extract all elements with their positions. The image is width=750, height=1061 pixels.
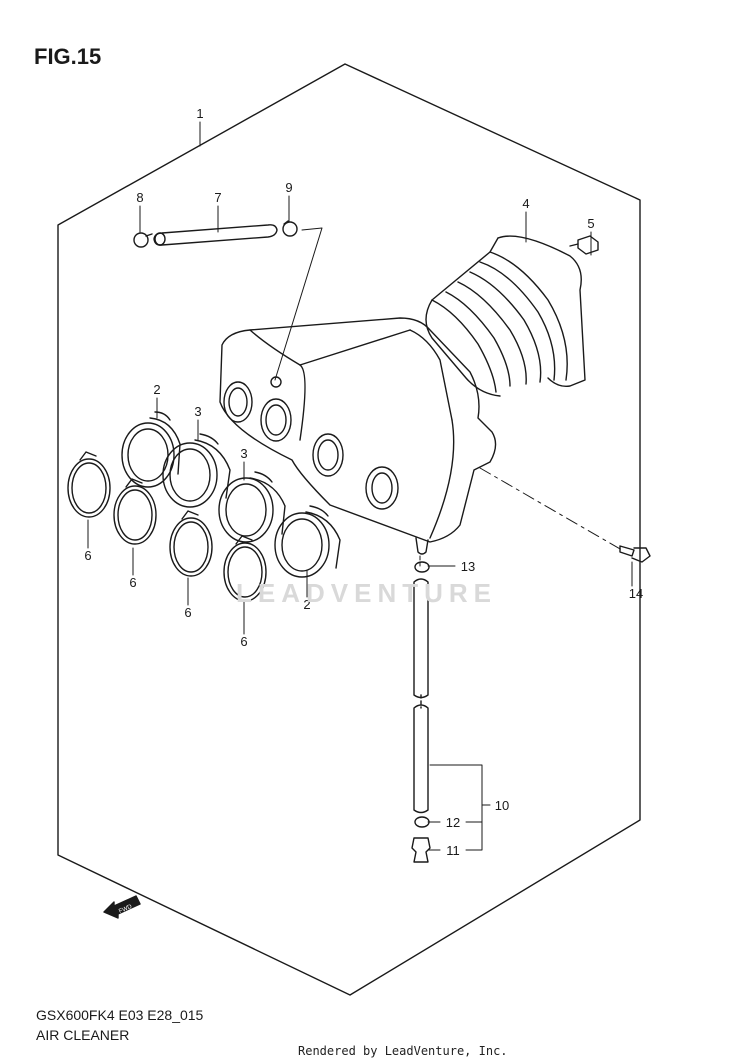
front-marker-label: FWD [118, 904, 134, 915]
callout-3-lower: 3 [240, 446, 247, 461]
callout-labels: 1 8 7 9 4 5 2 3 3 6 6 6 6 2 13 14 10 12 … [84, 106, 643, 858]
bolt-part-14 [619, 545, 651, 563]
callout-4: 4 [522, 196, 529, 211]
callout-6-a: 6 [84, 548, 91, 563]
front-direction-marker: FWD [103, 895, 141, 919]
callout-14: 14 [629, 586, 643, 601]
boot-part-2-lower [274, 505, 341, 578]
callout-8: 8 [136, 190, 143, 205]
callout-6-d: 6 [240, 634, 247, 649]
element-part-4 [425, 235, 586, 397]
assembly-boundary [57, 63, 641, 996]
callout-11: 11 [446, 843, 460, 858]
clamp-part-6-b [113, 478, 157, 545]
hose-part-7 [153, 224, 278, 246]
drain-hose-part-10 [413, 578, 429, 814]
callout-3-upper: 3 [194, 404, 201, 419]
boot-part-3-lower [218, 471, 286, 543]
screw-part-5 [569, 235, 599, 255]
clamp-part-6-a [67, 451, 111, 518]
clip-part-13 [414, 561, 430, 573]
callout-12: 12 [446, 815, 460, 830]
callout-10: 10 [495, 798, 509, 813]
figure-label: FIG.15 [34, 44, 102, 69]
callout-1: 1 [196, 106, 203, 121]
plug-part-11 [411, 837, 431, 863]
boot-part-2-upper [121, 411, 181, 488]
callout-6-b: 6 [129, 575, 136, 590]
callout-13: 13 [461, 559, 475, 574]
watermark-text: LEADVENTURE [236, 578, 498, 608]
leader-lines [87, 121, 633, 851]
air-cleaner-case-part-1 [219, 317, 497, 555]
callout-2-upper: 2 [153, 382, 160, 397]
boot-part-3-upper [162, 433, 231, 508]
callout-2-lower: 2 [303, 597, 310, 612]
clip-part-12 [414, 816, 430, 828]
callout-6-c: 6 [184, 605, 191, 620]
callout-9: 9 [285, 180, 292, 195]
clamp-part-6-d [223, 535, 267, 602]
clip-part-9 [282, 220, 298, 237]
callout-7: 7 [214, 190, 221, 205]
model-code: GSX600FK4 E03 E28_015 [36, 1007, 204, 1023]
clamp-part-6-c [169, 510, 213, 577]
callout-5: 5 [587, 216, 594, 231]
render-credit: Rendered by LeadVenture, Inc. [298, 1044, 508, 1058]
clip-part-8 [133, 232, 153, 248]
diagram-name: AIR CLEANER [36, 1027, 130, 1043]
